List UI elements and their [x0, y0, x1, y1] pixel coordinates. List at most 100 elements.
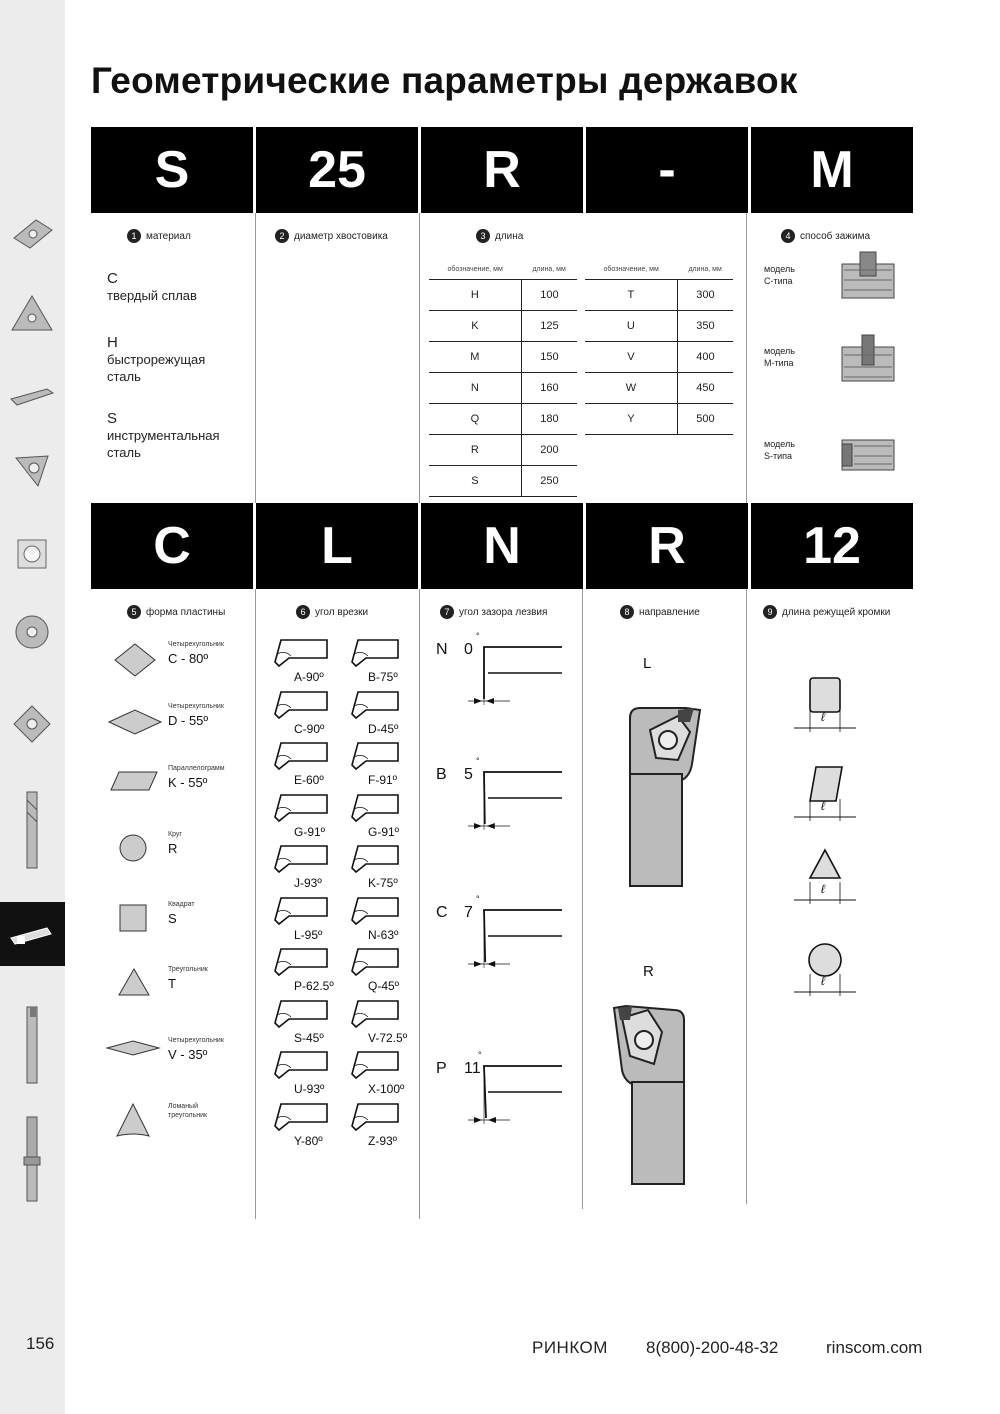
code-band-top: S 25 R - M — [91, 127, 913, 213]
edge-length-symbol: ℓ — [821, 882, 825, 896]
column-divider — [746, 213, 747, 503]
edge-length-symbol: ℓ — [821, 710, 825, 724]
trigon-insert-icon[interactable] — [7, 290, 57, 338]
entry-angle-label: D-45º — [368, 721, 399, 736]
clearance-degree: 11 — [464, 1060, 481, 1077]
clearance-degree: 5 — [464, 766, 473, 783]
end-mill-icon[interactable] — [7, 790, 57, 870]
length-code-cell: Q — [429, 403, 522, 435]
round-insert-icon[interactable] — [7, 608, 57, 656]
code-cell: C — [91, 503, 256, 589]
rhombus-edge-diagram — [794, 766, 856, 821]
length-value-cell: 180 — [521, 403, 577, 435]
code-cell: S — [91, 127, 256, 213]
grooving-insert-icon[interactable] — [7, 372, 57, 420]
clearance-diagram — [468, 1065, 562, 1124]
entry-angle-diagram — [274, 999, 328, 1028]
column-divider — [419, 213, 420, 503]
code-cell: 12 — [751, 503, 913, 589]
length-code-cell: M — [429, 341, 522, 373]
clearance-code: C — [436, 904, 448, 921]
right-hand-holder-image — [612, 1004, 685, 1185]
length-code-cell: N — [429, 372, 522, 404]
brand-logo: РИНКОМ — [532, 1338, 608, 1357]
footer-site-link[interactable]: rinscom.com — [826, 1338, 923, 1357]
round-hole-insert-icon[interactable] — [7, 530, 57, 578]
length-value-cell: 300 — [677, 279, 733, 311]
entry-angle-label: G-91º — [294, 824, 326, 839]
code-cell: 25 — [256, 127, 421, 213]
degree-symbol: ° — [476, 756, 480, 766]
length-value-cell: 400 — [677, 341, 733, 373]
entry-angle-diagram — [274, 1051, 328, 1080]
rhombus-55-icon — [107, 709, 163, 735]
length-value-cell: 160 — [521, 372, 577, 404]
page-title: Геометрические параметры державок — [91, 60, 798, 101]
rhombus-35-icon — [105, 1040, 161, 1056]
entry-angle-diagram — [274, 1102, 328, 1131]
footer-phone[interactable]: 8(800)-200-48-32 — [646, 1338, 779, 1357]
entry-angle-diagram — [274, 793, 328, 822]
triangle-edge-diagram — [794, 848, 856, 904]
entry-angle-diagram — [351, 845, 399, 874]
entry-angle-diagram — [351, 896, 399, 925]
entry-angle-label: U-93º — [294, 1082, 325, 1096]
entry-angle-label: C-90º — [294, 721, 325, 736]
column-divider — [746, 589, 747, 1204]
clearance-code: B — [436, 766, 447, 783]
length-value-cell: 250 — [521, 465, 577, 497]
code-cell: M — [751, 127, 913, 213]
trigon-icon — [116, 1102, 150, 1137]
entry-angle-label: N-63º — [368, 927, 399, 942]
entry-angle-diagram — [351, 690, 399, 719]
material-item: C твердый сплав — [107, 270, 197, 303]
circle-icon — [119, 834, 147, 862]
entry-angle-label: X-100º — [368, 1082, 405, 1096]
clearance-code: N — [436, 641, 448, 658]
threading-insert-icon[interactable] — [7, 446, 57, 494]
clamp-m-type-image — [841, 334, 895, 382]
entry-angle-label: K-75º — [368, 876, 398, 890]
square-edge-diagram — [794, 677, 856, 732]
milling-insert-icon[interactable] — [7, 700, 57, 748]
length-value-cell: 450 — [677, 372, 733, 404]
clamp-c-type-image — [841, 251, 895, 299]
parallelogram-icon — [110, 771, 158, 791]
clamp-s-type-image — [841, 439, 895, 471]
square-insert-icon[interactable] — [7, 210, 57, 258]
entry-angle-label: Q-45º — [368, 979, 400, 993]
edge-length-symbol: ℓ — [821, 799, 825, 813]
clearance-diagram — [468, 771, 562, 830]
turning-holder-icon[interactable] — [7, 910, 57, 958]
length-value-cell: 100 — [521, 279, 577, 311]
circle-edge-diagram — [794, 943, 856, 996]
clearance-diagram — [468, 909, 562, 968]
length-code-cell: Y — [585, 403, 678, 435]
entry-angle-label: Z-93º — [368, 1133, 398, 1148]
boring-bar-icon[interactable] — [7, 1005, 57, 1085]
drill-icon[interactable] — [7, 1115, 57, 1205]
triangle-icon — [118, 967, 150, 996]
entry-angle-diagram — [274, 948, 328, 977]
length-code-cell: T — [585, 279, 678, 311]
